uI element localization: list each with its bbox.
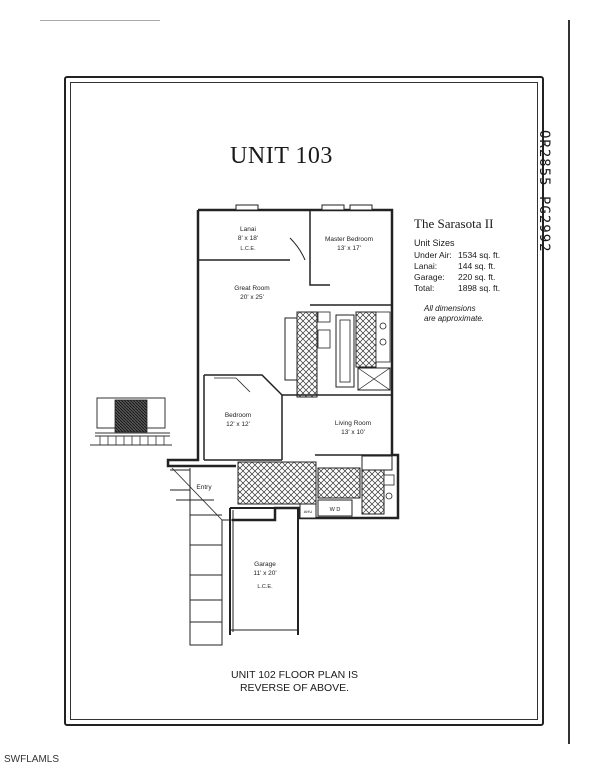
- exterior-walls: [166, 208, 400, 522]
- plan-name: The Sarasota II: [414, 216, 494, 231]
- room-label-living: Living Room: [335, 420, 371, 427]
- room-label-great: Great Room: [234, 285, 269, 292]
- document-frame-inner: [70, 82, 538, 720]
- room-dim-master: 13' x 17': [337, 245, 361, 252]
- laundry-floor: [361, 469, 385, 515]
- washer-dryer: [317, 499, 353, 517]
- garage-lce: L.C.E.: [257, 584, 273, 590]
- mls-watermark: SWFLAMLS: [4, 754, 60, 765]
- unit-title: UNIT 103: [230, 143, 333, 169]
- door-swing: [289, 237, 306, 261]
- lanai-lce: L.C.E.: [240, 246, 256, 252]
- sink: [317, 329, 331, 349]
- window: [321, 204, 345, 211]
- bath-floor: [355, 311, 377, 368]
- size-row: Garage:220 sq. ft.: [414, 272, 496, 282]
- size-row: Lanai:144 sq. ft.: [414, 261, 496, 271]
- kitchen-counter: [284, 317, 298, 381]
- vanity: [375, 311, 391, 363]
- size-row: Under Air:1534 sq. ft.: [414, 250, 501, 260]
- room-label-garage: Garage: [254, 561, 276, 568]
- room-label-bedroom: Bedroom: [225, 412, 251, 419]
- plan-info-panel: The Sarasota II Unit Sizes Under Air:153…: [414, 216, 534, 324]
- foyer-floor: [237, 461, 317, 505]
- unit-sizes-heading: Unit Sizes: [414, 238, 455, 248]
- dimensions-note: All dimensions are approximate.: [424, 304, 485, 323]
- garage-walls: [229, 507, 299, 635]
- room-dim-living: 13' x 10': [341, 429, 365, 436]
- window: [349, 204, 373, 211]
- ahu-label: AHU: [304, 509, 313, 514]
- room-label-lanai: Lanai: [240, 226, 256, 233]
- window: [235, 204, 259, 211]
- interior-walls: [198, 210, 392, 461]
- washer-dryer-label: W D: [330, 507, 341, 513]
- room-dim-great: 20' x 25': [240, 294, 264, 301]
- room-label-entry: Entry: [196, 484, 212, 491]
- size-row: Total:1898 sq. ft.: [414, 283, 501, 293]
- entry-walkway: [170, 467, 232, 646]
- room-label-master: Master Bedroom: [325, 236, 373, 243]
- kitchen-floor: [296, 311, 318, 398]
- range: [317, 311, 331, 323]
- room-dim-lanai: 8' x 18': [238, 235, 258, 242]
- bath2-floor: [317, 467, 361, 499]
- room-dim-garage: 11' x 20': [253, 570, 276, 577]
- reverse-plan-caption: UNIT 102 FLOOR PLAN IS REVERSE OF ABOVE.: [230, 669, 358, 694]
- room-dim-bedroom: 12' x 12': [226, 421, 250, 428]
- ahu-closet: [299, 503, 317, 519]
- elevation-detail: [90, 397, 172, 446]
- right-margin-rule: [568, 20, 570, 744]
- top-scan-line: [40, 20, 160, 21]
- document-frame-outer: [64, 76, 544, 726]
- tub2: [361, 455, 393, 471]
